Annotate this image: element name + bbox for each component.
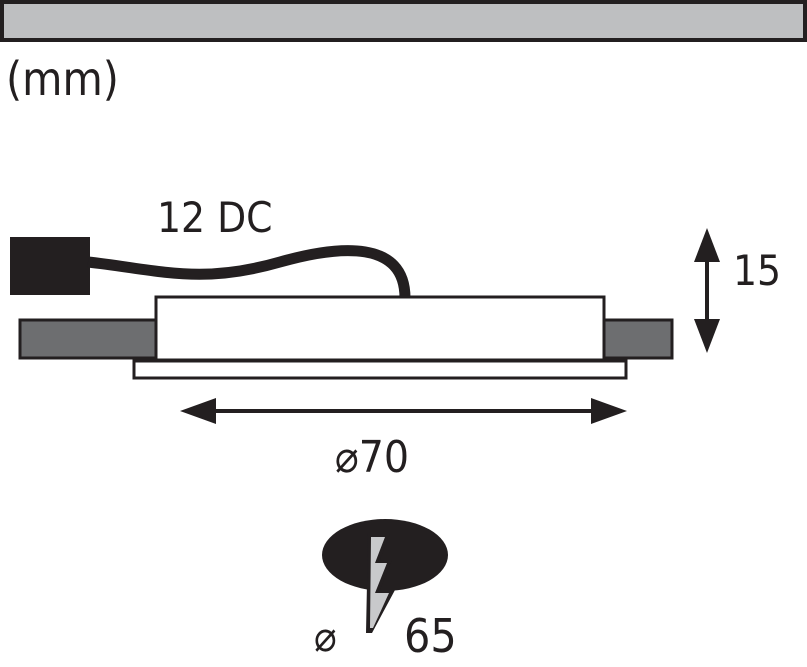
header-bar	[0, 0, 807, 42]
right-spring-clip	[602, 318, 674, 360]
cable-label: 12 DC	[157, 193, 273, 242]
luminaire-body	[154, 295, 606, 362]
cutout-diameter-symbol: ⌀	[314, 612, 337, 661]
unit-label: (mm)	[6, 52, 119, 106]
diameter-arrow-icon	[180, 398, 627, 424]
height-label: 15	[733, 246, 781, 295]
cutout-screw-icon	[322, 519, 448, 633]
height-arrow-icon	[694, 228, 720, 353]
diameter-label: ⌀70	[335, 432, 409, 483]
left-spring-clip	[18, 318, 158, 360]
cable	[87, 245, 411, 299]
cutout-diameter-value: 65	[404, 609, 457, 663]
luminaire-flange	[132, 359, 628, 380]
connector-block	[10, 237, 90, 295]
